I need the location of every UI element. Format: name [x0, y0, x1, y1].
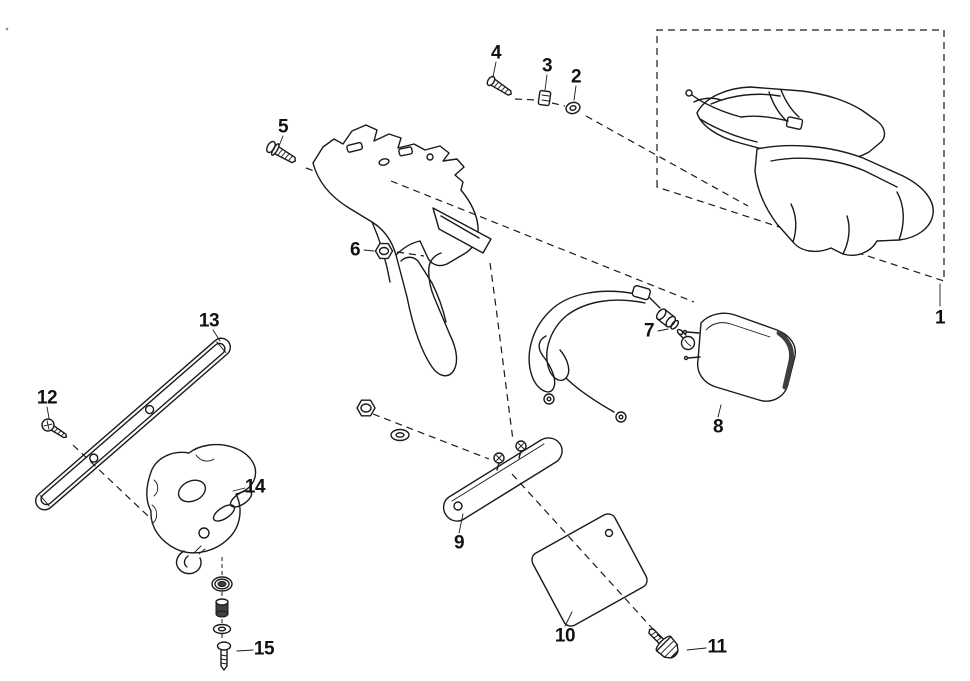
- callout-15: 15: [253, 638, 275, 660]
- artifact-speck: [5, 27, 9, 31]
- part-6-flange-nut: [374, 242, 394, 260]
- callout-13: 13: [198, 310, 220, 332]
- callout-11: 11: [707, 636, 727, 658]
- part-5-screw: [266, 140, 296, 164]
- assembly-dashed-lines: [72, 98, 749, 641]
- part-14-rear-cowl: [146, 443, 257, 554]
- part-8-tail-light-lens: [682, 312, 797, 402]
- part-15-screw: [216, 641, 232, 671]
- hardware-grommet: [211, 576, 233, 592]
- part-7-bulb-socket: [655, 308, 696, 351]
- hardware-clip: [175, 545, 206, 575]
- main-fender: [312, 124, 492, 377]
- callout-6: 6: [349, 239, 361, 261]
- wiring-harness: [528, 284, 661, 423]
- callout-5: 5: [277, 116, 289, 138]
- part-1-undertail-assembly: [685, 86, 934, 256]
- part-12-screw: [41, 418, 68, 439]
- callout-2: 2: [570, 66, 582, 88]
- callout-3: 3: [541, 55, 553, 77]
- bracket-screw-a: [493, 452, 505, 471]
- callout-1: 1: [934, 307, 946, 329]
- hardware-flat-washer: [390, 428, 410, 442]
- callout-8: 8: [712, 416, 724, 438]
- callout-12: 12: [36, 387, 58, 409]
- part-3-clip-nut: [537, 89, 552, 107]
- part-2-push-nut: [565, 101, 581, 115]
- hardware-washer: [212, 623, 232, 635]
- hardware-spacer: [215, 598, 229, 618]
- hardware-hex-nut: [356, 399, 376, 417]
- bracket-screw-b: [515, 440, 527, 459]
- leader-lines: [46, 61, 941, 652]
- part-13-trim-strip: [34, 337, 232, 511]
- callout-14: 14: [244, 476, 266, 498]
- callout-4: 4: [490, 42, 502, 64]
- callout-10: 10: [554, 625, 576, 647]
- part-10-reflector-plate: [531, 513, 648, 627]
- part-4-screw: [486, 75, 512, 96]
- part-9-license-bracket: [442, 437, 563, 522]
- callout-9: 9: [453, 532, 465, 554]
- part-11-flange-bolt: [648, 628, 679, 659]
- callout-7: 7: [643, 320, 655, 342]
